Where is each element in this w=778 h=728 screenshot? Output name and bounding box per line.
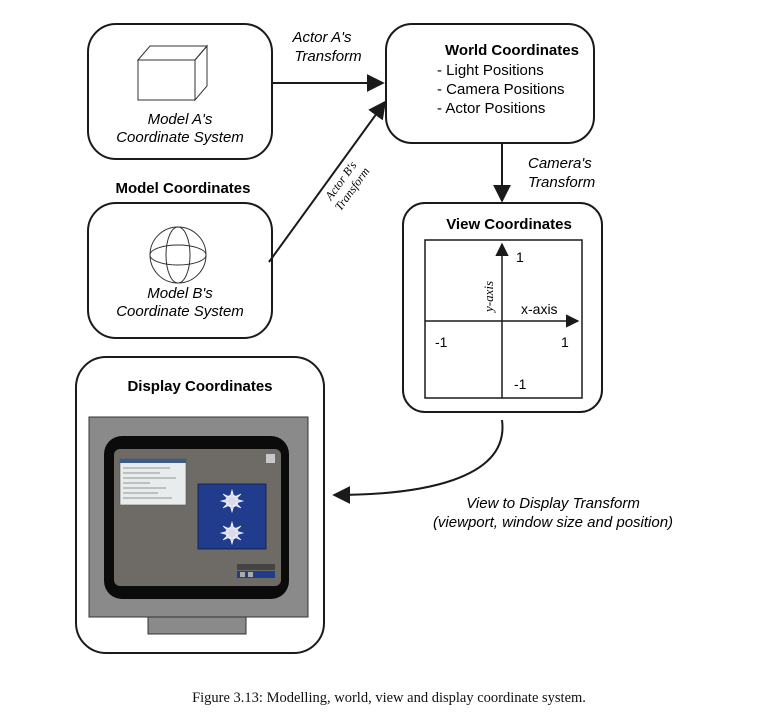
tick-bottom: -1 xyxy=(514,376,527,392)
camera-transform-line2: Transform xyxy=(528,174,595,191)
monitor-icon xyxy=(88,416,309,635)
model-a-label-line1: Model A's xyxy=(148,111,213,128)
world-item-camera: - Camera Positions xyxy=(437,81,565,98)
view-to-display-line2: (viewport, window size and position) xyxy=(433,514,673,531)
coordinate-systems-diagram: Model A's Coordinate System Model Coordi… xyxy=(75,23,673,654)
world-coordinates-title: World Coordinates xyxy=(445,42,579,59)
y-axis-label: y-axis xyxy=(481,281,496,314)
actor-a-transform-line2: Transform xyxy=(294,48,361,65)
view-coordinates-title: View Coordinates xyxy=(446,216,572,233)
world-item-actor: - Actor Positions xyxy=(437,100,545,117)
x-axis-label: x-axis xyxy=(521,301,558,317)
world-coordinates-box: World Coordinates - Light Positions - Ca… xyxy=(385,23,595,144)
display-coordinates-title: Display Coordinates xyxy=(127,378,272,395)
camera-transform-line1: Camera's xyxy=(528,155,592,172)
view-to-display-line1: View to Display Transform xyxy=(466,495,640,512)
view-to-display-arrow xyxy=(332,419,504,504)
sphere-icon xyxy=(149,226,207,284)
actor-a-transform-line1: Actor A's xyxy=(292,29,352,46)
model-a-label-line2: Coordinate System xyxy=(116,129,244,146)
tick-right: 1 xyxy=(561,334,569,350)
display-coordinates-box: Display Coordinates xyxy=(75,356,325,654)
actor-b-arrow xyxy=(268,100,387,263)
view-coordinates-box: View Coordinates x-axis y-axis 1 1 -1 -1 xyxy=(402,202,603,413)
model-coordinates-heading: Model Coordinates xyxy=(115,180,250,197)
actor-b-transform-label: Actor B's Transform xyxy=(322,158,373,213)
tick-top: 1 xyxy=(516,249,524,265)
cube-icon xyxy=(136,44,209,102)
view-plane-frame xyxy=(424,239,583,399)
tick-left: -1 xyxy=(435,334,448,350)
world-item-light: - Light Positions xyxy=(437,62,544,79)
model-a-box: Model A's Coordinate System xyxy=(87,23,273,160)
model-b-label-line2: Coordinate System xyxy=(116,303,244,320)
model-b-label-line1: Model B's xyxy=(147,285,213,302)
figure-caption: Figure 3.13: Modelling, world, view and … xyxy=(192,690,586,706)
model-b-box: Model B's Coordinate System xyxy=(87,202,273,339)
